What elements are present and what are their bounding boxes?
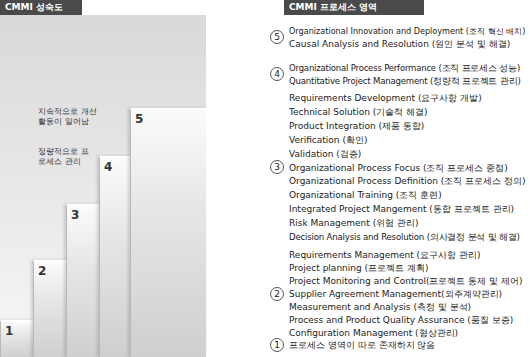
header-text: CMMI 성숙도 — [5, 2, 63, 12]
process-area: 프로세스 영역이 따로 존재하지 않음 — [289, 339, 435, 351]
process-area: Verification (확인) — [289, 134, 367, 146]
process-area: Requirements Development (요구사항 개발) — [289, 92, 482, 104]
process-area: Risk Management (위험 관리) — [289, 217, 419, 229]
panel-header: CMMI 성숙도 — [0, 0, 82, 15]
process-area: Organizational Innovation and Deployment… — [289, 25, 525, 37]
level-circle: 4 — [270, 67, 284, 81]
annotation: 정량적으로 프로세스 관리 — [38, 147, 94, 167]
level-number: 4 — [104, 160, 112, 174]
maturity-step: 5 — [130, 108, 206, 357]
process-area: Configuration Management (형상관리) — [289, 327, 458, 339]
level-number: 5 — [135, 112, 143, 126]
level-circle: 1 — [270, 338, 284, 352]
process-area: Product Integration (제품 통합) — [289, 120, 424, 132]
process-area: Integrated Project Mangement (통합 프로젝트 관리… — [289, 203, 514, 215]
process-area: Supplier Agreement Management(외주계약관리) — [289, 288, 502, 300]
annotation: 지속적으로 개선 활동이 일어남 — [38, 107, 102, 127]
process-area: Decision Analysis and Resolution (의사결정 분… — [289, 231, 520, 243]
process-area: Quantitative Project Management (정량적 프로젝… — [289, 75, 521, 87]
level-number: 1 — [274, 340, 280, 350]
process-area: Measurement and Analysis (측정 및 분석) — [289, 301, 471, 313]
level-number: 2 — [38, 264, 46, 278]
level-circle: 3 — [270, 160, 284, 174]
level-number: 2 — [274, 289, 280, 299]
level-number: 4 — [274, 69, 280, 79]
process-area: Organizational Training (조직 훈련) — [289, 189, 442, 201]
process-area: Process and Product Quality Assurance (품… — [289, 314, 513, 326]
staircase-ground — [0, 15, 206, 357]
process-area: Organizational Process Performance (조직 프… — [289, 62, 520, 74]
header-text: CMMI 프로세스 영역 — [289, 2, 377, 12]
level-number: 3 — [71, 208, 79, 222]
level-number: 3 — [274, 162, 280, 172]
level-circle: 5 — [270, 30, 284, 44]
process-area: Organizational Process Focus (조직 프로세스 중점… — [289, 162, 508, 174]
process-area: Technical Solution (기술적 해결) — [289, 106, 428, 118]
process-area: Validation (검증) — [289, 148, 361, 160]
process-area: Project Monitoring and Control(프로젝트 통제 및… — [289, 275, 523, 287]
process-area: Project planning (프로젝트 계획) — [289, 262, 428, 274]
level-number: 1 — [5, 324, 13, 338]
level-number: 5 — [274, 32, 280, 42]
process-area: Requirements Management (요구사항 관리) — [289, 249, 480, 261]
process-area: Causal Analysis and Resolution (원인 분석 및 … — [289, 38, 510, 50]
level-circle: 2 — [270, 287, 284, 301]
process-area: Organizational Process Definition (조직 프로… — [289, 175, 526, 187]
panel-header: CMMI 프로세스 영역 — [284, 0, 424, 15]
